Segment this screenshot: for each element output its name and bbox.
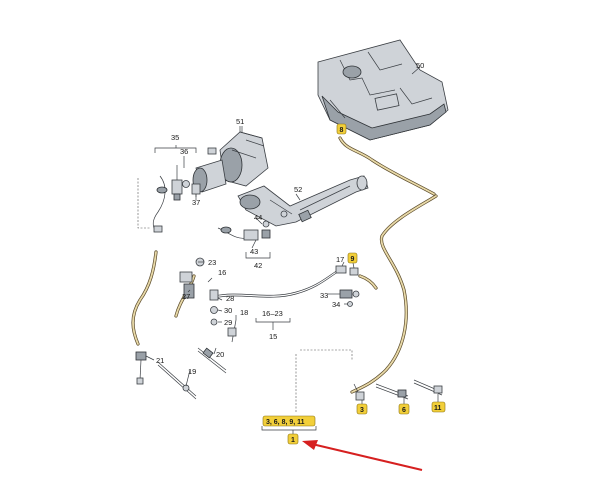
bracket-16-23	[255, 318, 291, 323]
badge-3: 3	[356, 403, 368, 415]
connector-part-17	[335, 265, 359, 276]
rod-part-18	[227, 319, 237, 343]
sensor-part-36	[171, 165, 190, 201]
sensor-part-42	[217, 220, 271, 259]
leader-lines	[145, 66, 439, 434]
label-42: 42	[254, 261, 262, 270]
label-35: 35	[171, 133, 179, 142]
badges: 8 9 3 6 11 3, 6, 8, 9, 11 1	[262, 123, 446, 445]
badge-9: 9	[347, 252, 358, 264]
sensor-part-35	[152, 175, 168, 233]
label-18: 18	[240, 308, 248, 317]
label-17: 17	[336, 255, 344, 264]
label-19: 19	[188, 367, 196, 376]
fastener-part-30	[210, 306, 218, 326]
label-20: 20	[216, 350, 224, 359]
connector-part-34	[347, 301, 353, 307]
bracket-35	[154, 145, 197, 153]
label-52: 52	[294, 185, 302, 194]
svg-text:3: 3	[360, 407, 364, 414]
part-labels: 50 51 52 35 36 37 44 43 42 23 16 27 28 3…	[156, 61, 424, 376]
injector-part-21	[135, 351, 147, 385]
connector-part-33	[339, 289, 360, 299]
converter-part-51	[192, 126, 269, 193]
svg-text:3, 6, 8, 9, 11: 3, 6, 8, 9, 11	[266, 419, 305, 426]
label-37: 37	[192, 198, 200, 207]
badge-11: 11	[431, 401, 446, 413]
label-44: 44	[254, 213, 262, 222]
badge-1: 1	[287, 433, 299, 445]
red-arrow-icon	[302, 440, 423, 471]
tank-part-50	[317, 39, 449, 141]
dashed-box-left	[137, 178, 150, 229]
label-16-23: 16–23	[262, 309, 283, 318]
svg-text:1: 1	[291, 437, 295, 444]
svg-text:9: 9	[351, 256, 355, 263]
label-34: 34	[332, 300, 340, 309]
label-16-top: 16	[218, 268, 226, 277]
rod-part-20	[197, 347, 227, 374]
dashed-frame-top	[300, 349, 353, 360]
label-29: 29	[224, 318, 232, 327]
label-50: 50	[416, 61, 424, 70]
badge-8-top: 8	[336, 123, 347, 135]
badge-6: 6	[398, 403, 410, 415]
label-33: 33	[320, 291, 328, 300]
label-27: 27	[182, 292, 190, 301]
label-23-top: 23	[208, 258, 216, 267]
label-30: 30	[224, 306, 232, 315]
clip-part-6	[375, 383, 409, 400]
label-21: 21	[156, 356, 164, 365]
label-36: 36	[180, 147, 188, 156]
clip-part-11	[413, 379, 443, 396]
label-51: 51	[236, 117, 244, 126]
svg-text:11: 11	[434, 405, 442, 412]
label-15: 15	[269, 332, 277, 341]
svg-text:6: 6	[402, 407, 406, 414]
badge-group: 3, 6, 8, 9, 11	[262, 415, 316, 427]
fluid-lines	[131, 136, 438, 394]
sensor-cable	[213, 269, 339, 299]
svg-text:8: 8	[340, 127, 344, 134]
label-28: 28	[226, 294, 234, 303]
label-43: 43	[250, 247, 258, 256]
clip-part-3	[353, 383, 365, 401]
